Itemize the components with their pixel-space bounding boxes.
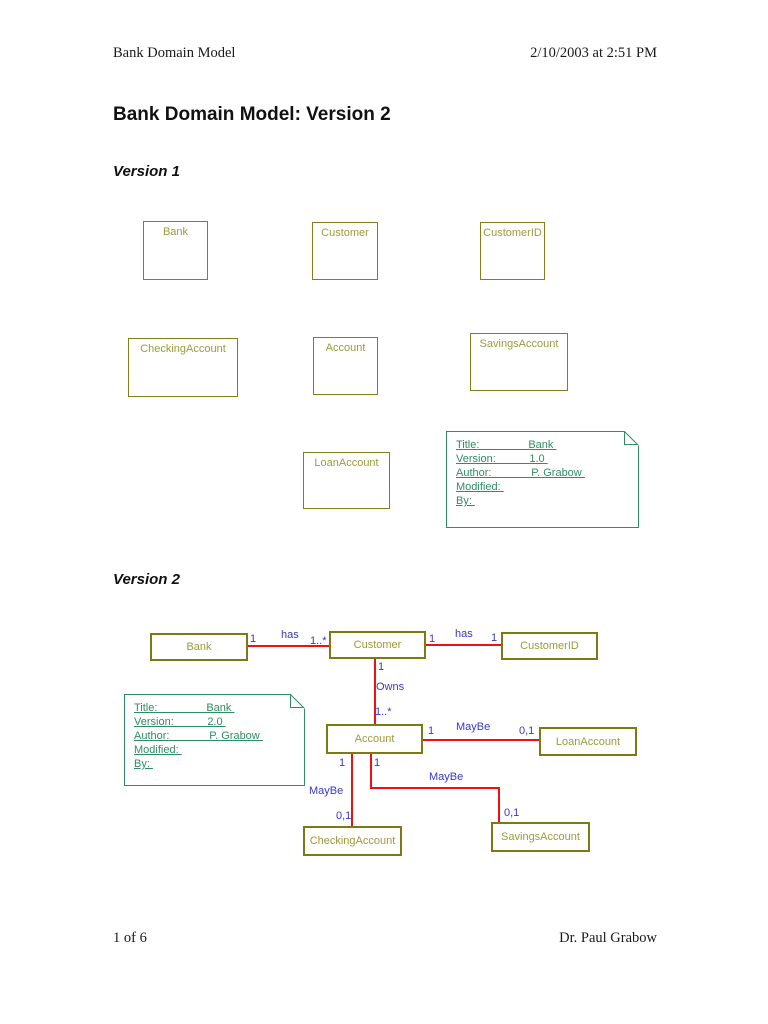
- multiplicity-label: 1..*: [310, 635, 327, 647]
- v1-class-box-savingsaccount: SavingsAccount: [470, 333, 568, 391]
- page-title: Bank Domain Model: Version 2: [113, 104, 391, 125]
- relation-line-account-savings-seg3: [498, 787, 500, 822]
- note-title-line: Title: Bank: [456, 439, 557, 451]
- class-name: CheckingAccount: [140, 343, 226, 355]
- v1-class-box-customerid: CustomerID: [480, 222, 545, 280]
- relation-line-customer-account: [374, 659, 376, 724]
- class-name: CustomerID: [483, 227, 542, 239]
- class-name: CustomerID: [520, 640, 579, 652]
- multiplicity-label: 1: [250, 633, 257, 645]
- footer-page-number: 1 of 6: [113, 930, 147, 946]
- note-modified-line: Modified:: [134, 744, 182, 756]
- section-heading-version1: Version 1: [113, 163, 180, 180]
- v2-class-box-account: Account: [326, 724, 423, 754]
- relation-name-label: has: [455, 628, 473, 640]
- relation-line-account-loanaccount: [423, 739, 539, 741]
- relation-name-label: has: [281, 629, 299, 641]
- v1-class-box-bank: Bank: [143, 221, 208, 280]
- multiplicity-label: 1: [491, 632, 498, 644]
- section-heading-version2: Version 2: [113, 571, 180, 588]
- multiplicity-label: 0,1: [519, 725, 535, 737]
- note-v1: Title: Bank Version: 1.0 Author: P. Grab…: [446, 431, 639, 528]
- multiplicity-label: 1: [429, 633, 436, 645]
- relation-name-label: MayBe: [456, 721, 491, 733]
- v1-class-box-checkingaccount: CheckingAccount: [128, 338, 238, 397]
- multiplicity-label: 1: [339, 757, 346, 769]
- class-name: Bank: [162, 226, 189, 238]
- note-title-line: Title: Bank: [134, 702, 235, 714]
- multiplicity-label: 1..*: [375, 706, 392, 718]
- note-fold-corner-icon: [624, 431, 639, 446]
- v1-class-box-loanaccount: LoanAccount: [303, 452, 390, 509]
- relation-line-account-savings-seg1: [370, 754, 372, 789]
- class-name: SavingsAccount: [501, 831, 580, 843]
- header-left: Bank Domain Model: [113, 45, 236, 61]
- class-name: Customer: [353, 639, 402, 651]
- note-version-line: Version: 2.0: [134, 716, 226, 728]
- note-fold-corner-icon: [290, 694, 305, 709]
- v2-class-box-savingsaccount: SavingsAccount: [491, 822, 590, 852]
- multiplicity-label: 1: [378, 661, 385, 673]
- note-by-line: By:: [456, 495, 475, 507]
- v2-class-box-loanaccount: LoanAccount: [539, 727, 637, 756]
- v1-class-box-account: Account: [313, 337, 378, 395]
- class-name: LoanAccount: [314, 457, 379, 469]
- class-name: Account: [354, 733, 395, 745]
- v2-class-box-checkingaccount: CheckingAccount: [303, 826, 402, 856]
- note-by-line: By:: [134, 758, 153, 770]
- note-author-line: Author: P. Grabow: [134, 730, 263, 742]
- relation-line-account-checkingaccount: [351, 754, 353, 826]
- relation-name-label: MayBe: [429, 771, 464, 783]
- v1-class-box-customer: Customer: [312, 222, 378, 280]
- v2-class-box-customer: Customer: [329, 631, 426, 659]
- relation-line-account-savings-seg2: [370, 787, 500, 789]
- header-right-datetime: 2/10/2003 at 2:51 PM: [530, 45, 657, 61]
- relation-line-customer-customerid: [426, 644, 501, 646]
- class-name: CheckingAccount: [309, 835, 396, 847]
- v2-class-box-customerid: CustomerID: [501, 632, 598, 660]
- multiplicity-label: 0,1: [504, 807, 520, 819]
- note-modified-line: Modified:: [456, 481, 504, 493]
- v2-class-box-bank: Bank: [150, 633, 248, 661]
- relation-name-label: Owns: [376, 681, 405, 693]
- multiplicity-label: 1: [374, 757, 381, 769]
- class-name: Customer: [321, 227, 369, 239]
- class-name: SavingsAccount: [479, 338, 559, 350]
- multiplicity-label: 0,1: [336, 810, 352, 822]
- class-name: Account: [325, 342, 366, 354]
- note-author-line: Author: P. Grabow: [456, 467, 585, 479]
- relation-name-label: MayBe: [309, 785, 344, 797]
- class-name: LoanAccount: [555, 735, 621, 748]
- multiplicity-label: 1: [428, 725, 435, 737]
- footer-author: Dr. Paul Grabow: [559, 930, 657, 946]
- note-v2: Title: Bank Version: 2.0 Author: P. Grab…: [124, 694, 305, 786]
- class-name: Bank: [186, 641, 212, 653]
- note-version-line: Version: 1.0: [456, 453, 548, 465]
- relation-line-bank-customer: [248, 645, 329, 647]
